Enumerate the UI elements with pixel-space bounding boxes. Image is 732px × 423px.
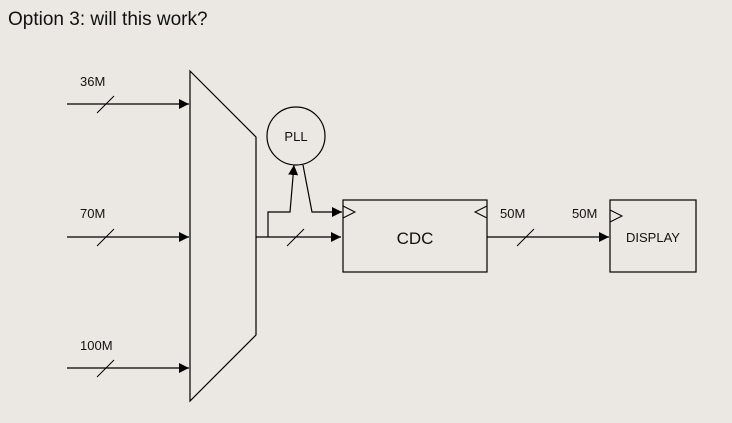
display-box	[609, 199, 697, 273]
diagram-title: Option 3: will this work?	[8, 9, 208, 30]
input-70m-label: 70M	[80, 206, 105, 221]
cdc-output-rate-label: 50M	[500, 206, 525, 221]
multiplexer	[189, 69, 257, 403]
display-input-rate-label: 50M	[572, 206, 597, 221]
input-36m-label: 36M	[80, 74, 105, 89]
pll-label: PLL	[284, 129, 307, 144]
pll-output-arrow	[302, 164, 342, 217]
cdc-output-clock-triangle	[473, 205, 488, 219]
cdc-to-display-bus-slash	[516, 228, 535, 247]
input-36m-bus-slash	[96, 95, 115, 114]
input-70m-bus-slash	[96, 228, 115, 247]
pll-block: PLL	[266, 106, 326, 166]
input-36m: 36M	[67, 74, 189, 114]
cdc-block: CDC	[342, 199, 488, 273]
cdc-label: CDC	[397, 229, 434, 248]
display-label: DISPLAY	[626, 230, 680, 245]
input-100m-label: 100M	[80, 338, 113, 353]
input-70m: 70M	[67, 206, 189, 247]
pll-input-arrow	[267, 164, 299, 237]
display-block: DISPLAY	[609, 199, 697, 273]
display-clock-triangle	[609, 209, 624, 223]
input-100m-bus-slash	[96, 359, 115, 378]
input-100m: 100M	[67, 338, 189, 378]
pll-circle	[266, 106, 326, 166]
mux-output-bus-slash	[286, 228, 305, 247]
cdc-input-clock-triangle	[342, 205, 357, 219]
cdc-box	[342, 199, 488, 273]
